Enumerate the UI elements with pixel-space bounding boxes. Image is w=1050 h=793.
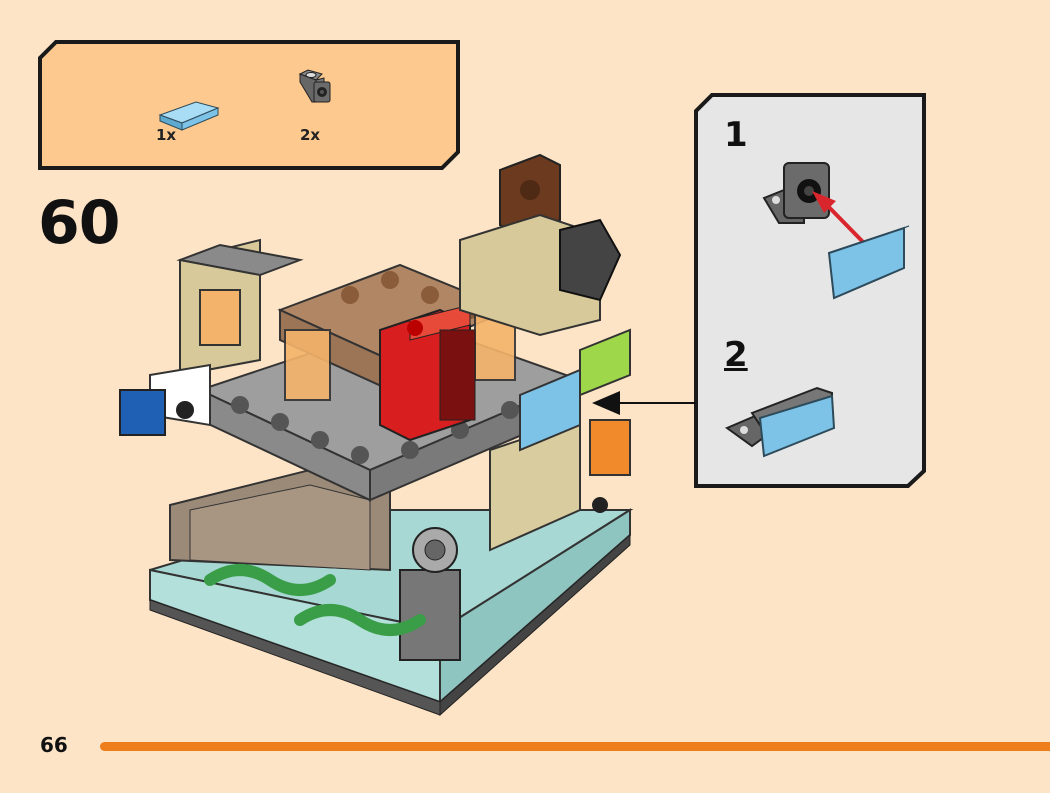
sub-box-frame: [694, 93, 926, 488]
parts-list-box: 1x 2x: [38, 40, 460, 170]
step-number: 60: [38, 188, 120, 258]
brown-frame: [277, 263, 516, 401]
lego-model-illustration: [119, 153, 634, 717]
dark-gray-bracket-icon: [298, 69, 331, 103]
page-accent-line: [100, 742, 1050, 751]
red-machine: [379, 304, 476, 442]
sub-assembly-box: 1 2: [694, 93, 926, 488]
brown-chimney: [459, 153, 622, 337]
sub-step-number: 1: [724, 115, 748, 155]
part-quantity: 1x: [156, 126, 177, 144]
sub-step-2-illustration: [724, 386, 836, 458]
light-blue-tile-icon: [158, 101, 220, 131]
sub-step-number: 2: [724, 335, 748, 375]
sub-step-1-illustration: [762, 162, 910, 300]
side-signs: [519, 328, 631, 513]
left-tower: [176, 238, 304, 377]
parts-box-frame: [38, 40, 460, 170]
page-number: 66: [40, 733, 68, 757]
left-blue-sign: [119, 363, 211, 436]
callout-arrow-icon: [592, 391, 696, 415]
part-quantity: 2x: [300, 126, 321, 144]
